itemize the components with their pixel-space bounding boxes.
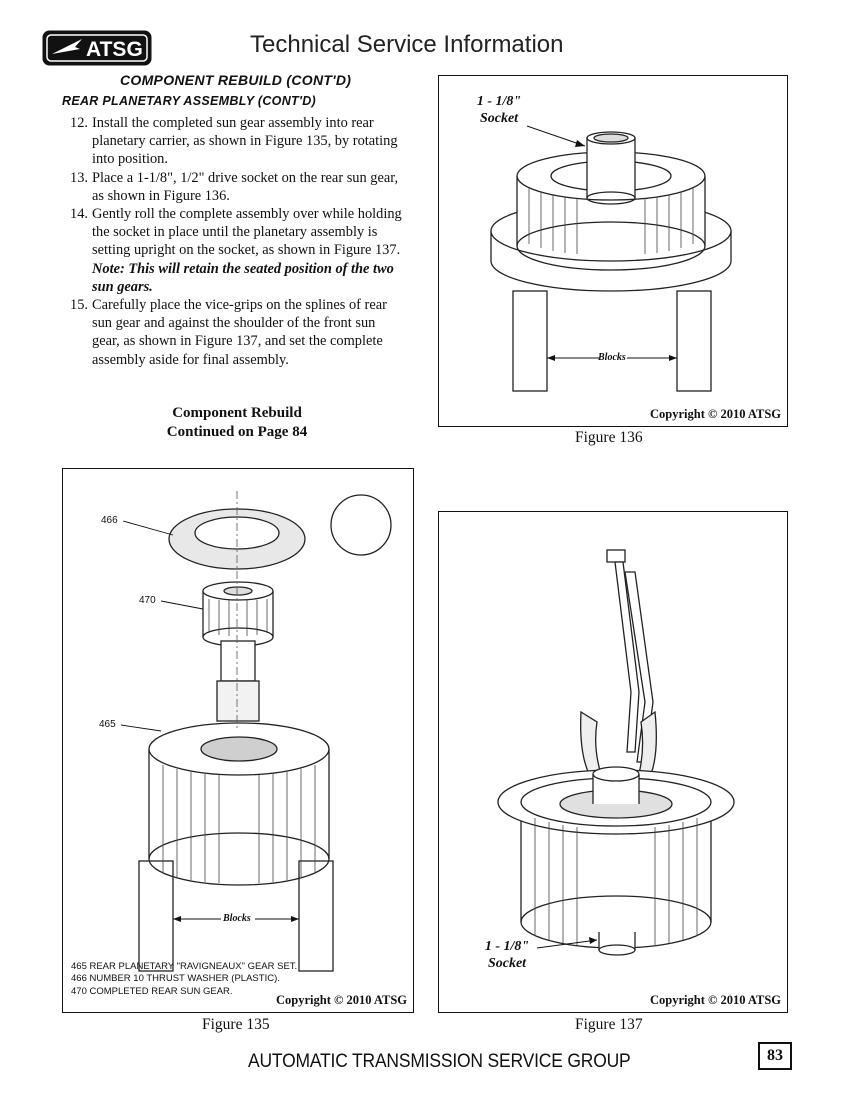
legend-item: 465 REAR PLANETARY "RAVIGNEAUX" GEAR SET…	[71, 960, 298, 972]
figure-136-caption: Figure 136	[575, 429, 643, 446]
step-15: 15. Carefully place the vice-grips on th…	[62, 296, 402, 369]
continued-notice: Component Rebuild Continued on Page 84	[130, 404, 344, 442]
figure-135-caption: Figure 135	[202, 1016, 270, 1033]
instruction-steps: 12. Install the completed sun gear assem…	[62, 114, 402, 369]
step-number: 13.	[70, 169, 88, 186]
step-number: 12.	[70, 115, 88, 131]
step-13: 13. Place a 1-1/8", 1/2" drive socket on…	[62, 169, 402, 205]
atsg-logo: ATSG	[42, 30, 152, 66]
parts-legend: 465 REAR PLANETARY "RAVIGNEAUX" GEAR SET…	[71, 961, 297, 999]
part-number-466: 466	[101, 515, 118, 526]
continued-line-2: Continued on Page 84	[166, 424, 308, 440]
page-number: 83	[758, 1042, 792, 1070]
figure-135: 466 470 465 Blocks 465 REAR PLANETARY "R…	[62, 468, 414, 1013]
socket-callout: 1 - 1/8" Socket	[484, 939, 530, 971]
step-12: 12. Install the completed sun gear assem…	[62, 114, 402, 169]
copyright: Copyright © 2010 ATSG	[650, 407, 781, 421]
figure-137: 1 - 1/8" Socket Copyright © 2010 ATSG	[438, 511, 788, 1013]
figure-137-caption: Figure 137	[575, 1016, 643, 1033]
step-text: Install the completed sun gear assembly …	[92, 115, 398, 168]
figure-136: 1 - 1/8" Socket Blocks Copyright © 2010 …	[438, 75, 788, 427]
blocks-label: Blocks	[598, 352, 626, 363]
logo-text: ATSG	[86, 38, 143, 61]
figure-136-illustration	[490, 125, 732, 392]
figure-137-illustration	[497, 549, 735, 956]
copyright: Copyright © 2010 ATSG	[650, 993, 781, 1007]
section-title: COMPONENT REBUILD (CONT'D)	[120, 72, 352, 88]
legend-item: 470 COMPLETED REAR SUN GEAR.	[71, 985, 233, 997]
socket-callout: 1 - 1/8" Socket	[476, 94, 522, 126]
part-number-465: 465	[99, 719, 116, 730]
sub-title: REAR PLANETARY ASSEMBLY (CONT'D)	[62, 94, 317, 108]
figure-135-illustration	[120, 491, 392, 972]
page-title: Technical Service Information	[250, 31, 564, 58]
note-text: Note: This will retain the seated positi…	[92, 260, 394, 295]
footer-text: AUTOMATIC TRANSMISSION SERVICE GROUP	[248, 1051, 631, 1072]
legend-item: 466 NUMBER 10 THRUST WASHER (PLASTIC).	[71, 973, 280, 984]
copyright: Copyright © 2010 ATSG	[276, 993, 407, 1007]
step-text: Place a 1-1/8", 1/2" drive socket on the…	[92, 169, 399, 204]
step-number: 15.	[70, 297, 88, 314]
continued-line-1: Component Rebuild	[172, 405, 302, 421]
step-text: Carefully place the vice-grips on the sp…	[92, 297, 387, 368]
blocks-label: Blocks	[223, 913, 251, 924]
step-number: 14.	[70, 206, 88, 223]
step-text: Gently roll the complete assembly over w…	[92, 206, 402, 259]
step-14: 14. Gently roll the complete assembly ov…	[62, 205, 402, 260]
part-number-470: 470	[139, 595, 156, 606]
